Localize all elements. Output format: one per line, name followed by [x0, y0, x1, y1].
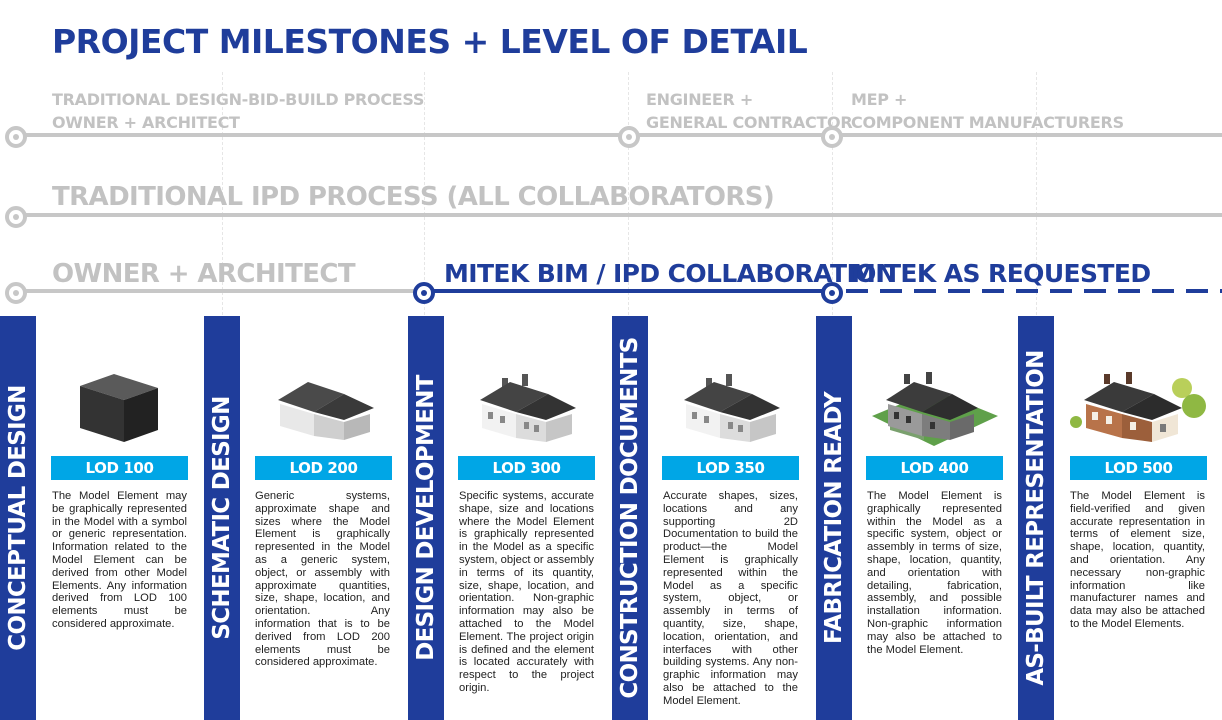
phase-label: DESIGN DEVELOPMENT: [413, 375, 439, 661]
lod-description-500: The Model Element is field-verified and …: [1070, 490, 1205, 630]
timeline-engineer-label: ENGINEER + GENERAL CONTRACTOR: [646, 88, 853, 134]
phase-bar-design-development: DESIGN DEVELOPMENT: [408, 316, 444, 720]
basic-house-icon: [278, 382, 374, 440]
grid-guide: [1036, 72, 1037, 320]
lod-badge-200: LOD 200: [255, 456, 392, 480]
lod-badge-350: LOD 350: [662, 456, 799, 480]
lod-badge-300: LOD 300: [458, 456, 595, 480]
phase-label: SCHEMATIC DESIGN: [209, 396, 235, 640]
lod-description-300: Specific systems, accurate shape, size a…: [459, 490, 594, 694]
lod-description-350: Accurate shapes, sizes, locations and an…: [663, 490, 798, 707]
phase-bar-conceptual-design: CONCEPTUAL DESIGN: [0, 316, 36, 720]
phase-label: CONSTRUCTION DOCUMENTS: [617, 337, 643, 699]
timeline-mitek-collab-line: [424, 289, 832, 293]
detailed-house-icon: [480, 374, 576, 442]
phase-label: CONCEPTUAL DESIGN: [5, 385, 31, 651]
timeline-engineer-label-line2: GENERAL CONTRACTOR: [646, 113, 853, 132]
mass-box-icon: [80, 374, 158, 442]
timeline-mep-label-line2: COMPONENT MANUFACTURERS: [851, 113, 1124, 132]
phase-bar-as-built-representation: AS-BUILT REPRESENTATION: [1018, 316, 1054, 720]
phase-bar-construction-documents: CONSTRUCTION DOCUMENTS: [612, 316, 648, 720]
timeline-node: [821, 282, 843, 304]
timeline-owner-line: [14, 289, 424, 293]
timeline-ipd-line: [14, 213, 1222, 217]
timeline-engineer-label-line1: ENGINEER +: [646, 90, 753, 109]
lod-badge-500: LOD 500: [1070, 456, 1207, 480]
finished-house-icon: [1070, 372, 1206, 442]
lod-badge-100: LOD 100: [51, 456, 188, 480]
page-title: PROJECT MILESTONES + LEVEL OF DETAIL: [52, 22, 808, 61]
timeline-ipd-label: TRADITIONAL IPD PROCESS (ALL COLLABORATO…: [52, 182, 775, 212]
lod-description-400: The Model Element is graphically represe…: [867, 490, 1002, 656]
timeline-dbb-label-line2: OWNER + ARCHITECT: [52, 113, 240, 132]
timeline-node: [821, 126, 843, 148]
timeline-owner-architect-label: OWNER + ARCHITECT: [52, 259, 356, 289]
timeline-node: [5, 126, 27, 148]
timeline-mep-label: MEP + COMPONENT MANUFACTURERS: [851, 88, 1124, 134]
timeline-mep-label-line1: MEP +: [851, 90, 908, 109]
house-on-lawn-icon: [872, 372, 998, 446]
phase-bar-fabrication-ready: FABRICATION READY: [816, 316, 852, 720]
timeline-node: [5, 282, 27, 304]
timeline-node: [5, 206, 27, 228]
timeline-mitek-requested-line: [846, 289, 1222, 293]
timeline-mitek-requested-label: MITEK AS REQUESTED: [851, 259, 1151, 288]
timeline-dbb-label-line1: TRADITIONAL DESIGN-BID-BUILD PROCESS: [52, 90, 425, 109]
phase-label: AS-BUILT REPRESENTATION: [1023, 350, 1049, 686]
detailed-house-icon: [684, 374, 780, 442]
phase-label: FABRICATION READY: [821, 391, 847, 645]
timeline-mitek-collab-label: MITEK BIM / IPD COLLABORATION: [444, 259, 897, 288]
lod-badge-400: LOD 400: [866, 456, 1003, 480]
grid-guide: [424, 72, 425, 320]
timeline-dbb-label: TRADITIONAL DESIGN-BID-BUILD PROCESS OWN…: [52, 88, 424, 134]
lod-description-200: Generic systems, approximate shape and s…: [255, 490, 390, 669]
phase-bar-schematic-design: SCHEMATIC DESIGN: [204, 316, 240, 720]
grid-guide: [832, 72, 833, 320]
timeline-node: [618, 126, 640, 148]
grid-guide: [628, 72, 629, 320]
lod-description-100: The Model Element may be graphically rep…: [52, 490, 187, 630]
grid-guide: [222, 72, 223, 320]
timeline-node: [413, 282, 435, 304]
